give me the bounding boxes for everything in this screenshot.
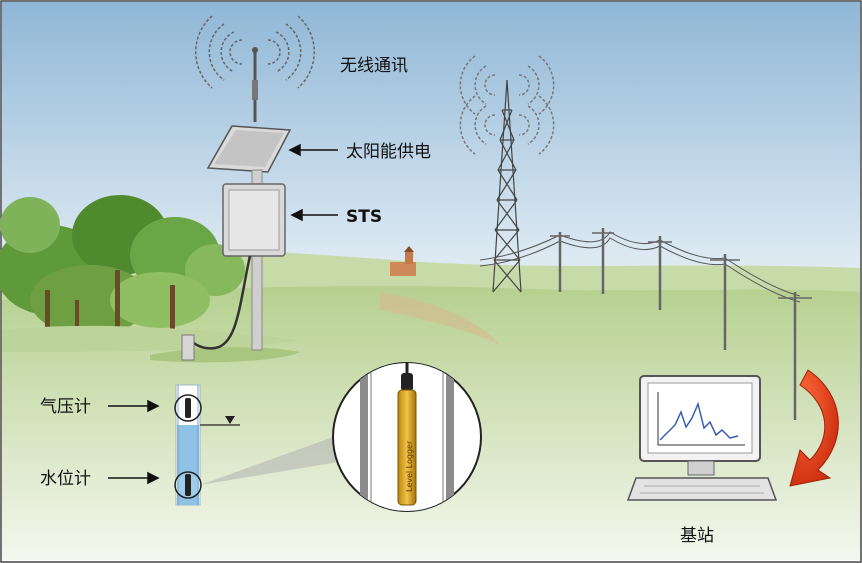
distant-building <box>390 246 416 276</box>
sts-label: STS <box>346 207 382 227</box>
wireless-label: 无线通讯 <box>340 56 408 76</box>
barometer-label: 气压计 <box>40 397 91 417</box>
water-level-sensor-icon <box>174 471 202 499</box>
dirt-slope <box>380 292 500 345</box>
probe-icon <box>397 389 417 506</box>
grass-patch <box>2 325 300 352</box>
station-pole <box>251 169 263 351</box>
red-curved-arrow-icon <box>789 369 839 487</box>
antenna-icon <box>252 47 258 122</box>
tower-waves <box>459 55 555 155</box>
antenna-waves <box>195 15 315 89</box>
well-casing <box>181 334 195 361</box>
barometer-sensor-icon <box>174 394 202 422</box>
probe-cap <box>401 373 413 391</box>
sts-box-icon <box>222 183 286 257</box>
radio-tower-icon <box>492 79 522 293</box>
base-station-label: 基站 <box>680 526 714 546</box>
probe-label: Level Logger <box>405 440 414 492</box>
power-lines <box>479 231 801 303</box>
zoom-cone <box>200 436 338 485</box>
trees <box>0 195 245 350</box>
water-level-marker <box>200 416 240 426</box>
monitor-icon <box>626 375 778 501</box>
label-arrows <box>108 143 338 485</box>
magnifier-icon: Level Logger <box>332 362 482 512</box>
power-pole-icon <box>550 228 812 420</box>
solar-label: 太阳能供电 <box>346 142 431 162</box>
solar-panel-icon <box>206 125 292 184</box>
water-level-label: 水位计 <box>40 469 91 489</box>
